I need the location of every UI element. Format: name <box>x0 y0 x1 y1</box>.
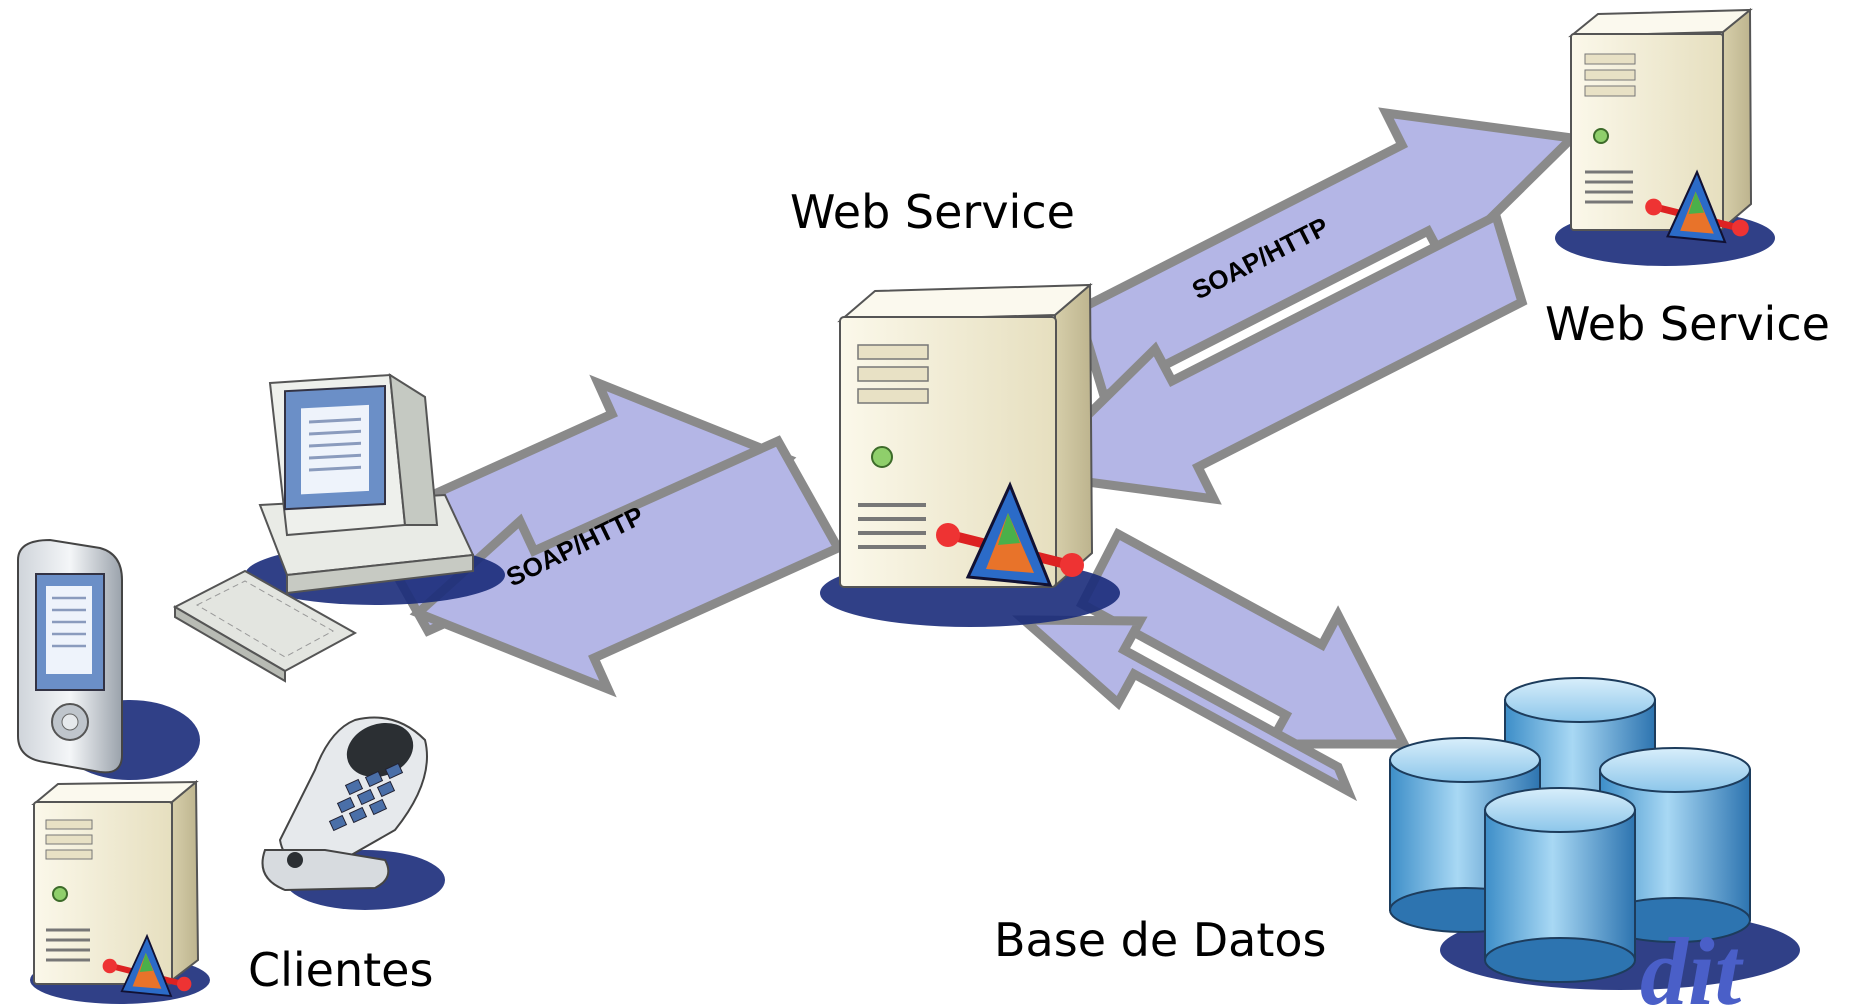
service-badge-icon <box>936 481 1084 587</box>
dit-logo: dit <box>1640 918 1745 1006</box>
database-icon <box>1389 677 1800 990</box>
database-cylinder <box>1484 787 1636 983</box>
pda-icon <box>17 538 200 780</box>
clients-label: Clientes <box>248 943 433 997</box>
central-service-label: Web Service <box>790 185 1075 239</box>
desktop-computer-icon <box>172 373 505 683</box>
arrow-database-to-service <box>1011 615 1358 802</box>
phone-icon <box>261 716 445 910</box>
remote-server-icon <box>1555 7 1775 266</box>
database-label: Base de Datos <box>994 913 1327 967</box>
remote-service-label: Web Service <box>1545 297 1830 351</box>
arrows <box>361 107 1582 802</box>
client-server-icon <box>30 779 210 1004</box>
